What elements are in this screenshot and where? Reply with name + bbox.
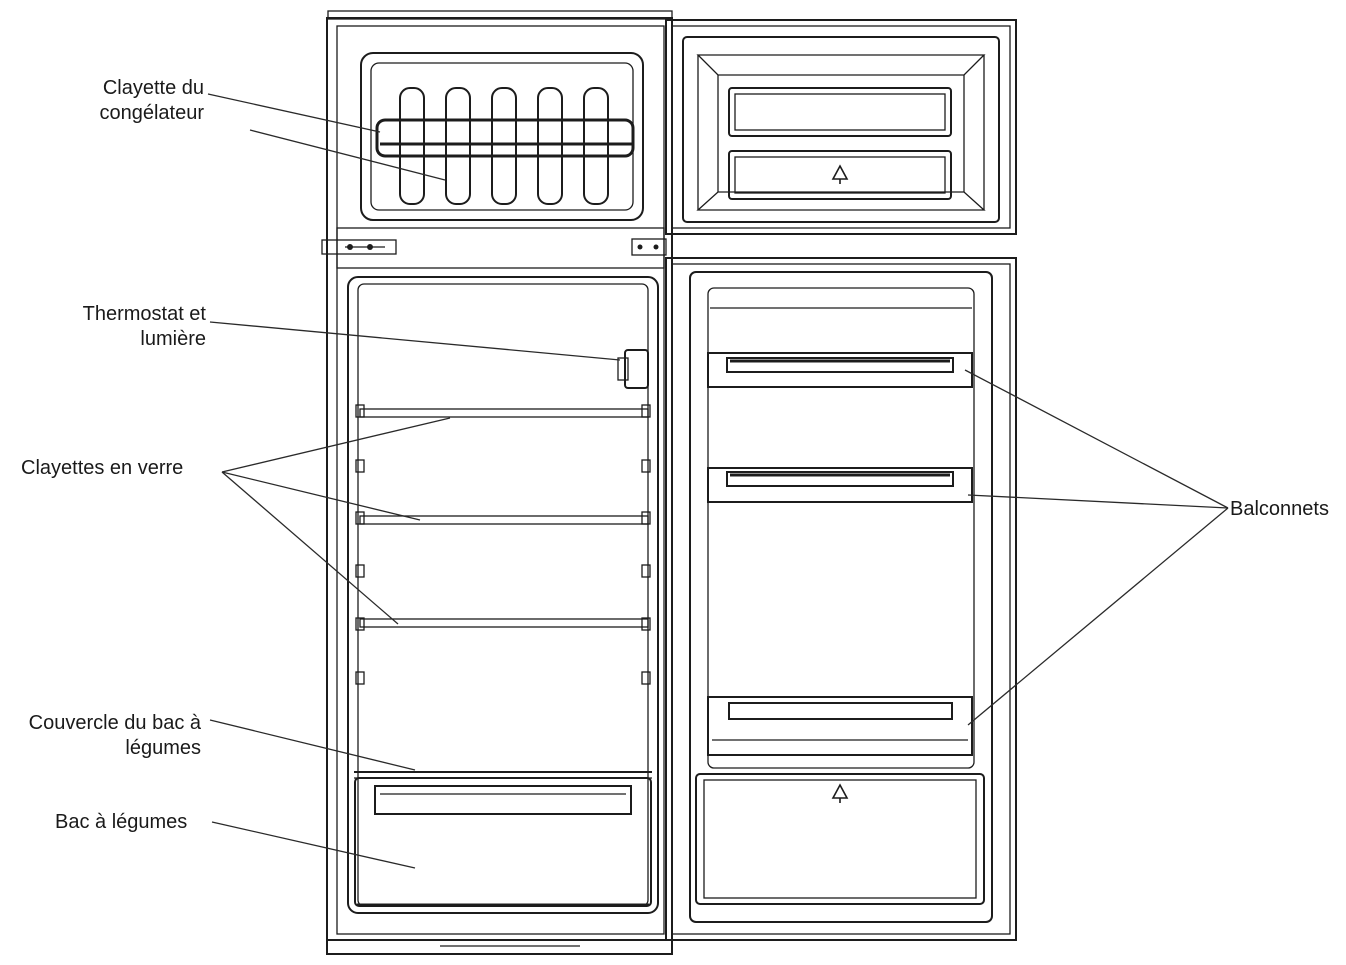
freezer-compartment xyxy=(360,52,644,221)
label-freezer-shelf-line2: congélateur xyxy=(99,102,204,124)
leader-lines xyxy=(207,93,1229,869)
thermostat-light-unit xyxy=(617,349,649,389)
door-balconies xyxy=(707,352,973,756)
label-freezer-shelf: Clayette du congélateur xyxy=(99,76,204,126)
shelf-supports xyxy=(355,404,651,685)
label-thermostat-light: Thermostat et lumière xyxy=(83,302,206,352)
label-thermostat-light-line2: lumière xyxy=(140,328,206,350)
recycle-icon xyxy=(831,164,849,184)
freezer-shelf xyxy=(375,87,635,205)
label-thermostat-light-line1: Thermostat et xyxy=(82,303,206,325)
crisper-drawer xyxy=(354,777,652,907)
recycle-icon xyxy=(831,783,849,803)
label-door-balconies: Balconnets xyxy=(1230,498,1329,520)
label-glass-shelves: Clayettes en verre xyxy=(21,457,184,479)
freezer-door xyxy=(631,19,1017,256)
label-crisper: Bac à légumes xyxy=(55,811,188,833)
label-crisper-cover-line2: légumes xyxy=(125,737,201,759)
glass-shelves xyxy=(359,408,649,628)
label-freezer-shelf-line1: Clayette du xyxy=(102,77,204,99)
label-crisper-cover: Couvercle du bac à légumes xyxy=(29,711,201,761)
label-crisper-cover-line1: Couvercle du bac à xyxy=(28,712,201,734)
fridge-door xyxy=(665,257,1017,941)
fridge-compartment xyxy=(347,276,659,914)
